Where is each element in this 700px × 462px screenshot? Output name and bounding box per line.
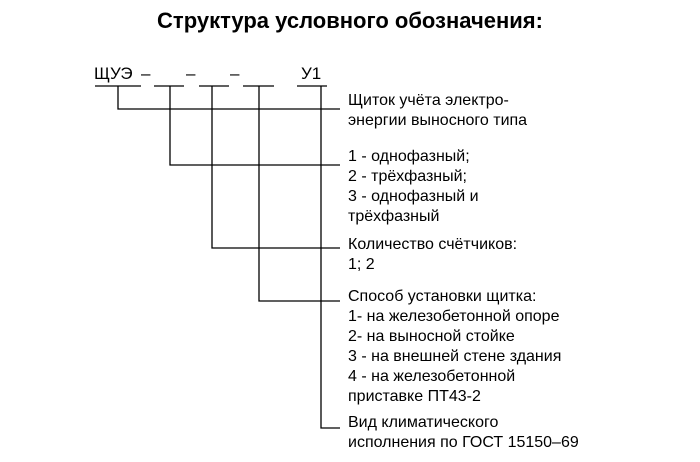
desc-meters: Количество счётчиков: 1; 2 [348,235,517,275]
code-prefix: ЩУЭ [94,64,133,83]
desc-prefix: Щиток учёта электро- энергии выносного т… [348,91,527,131]
code-suffix: У1 [301,64,322,83]
desc-line: трёхфазный [348,208,440,225]
leader-meters [211,86,340,249]
diagram-title: Структура условного обозначения: [157,8,543,33]
desc-mounting: Способ установки щитка: 1- на железобето… [348,287,561,407]
desc-line: приставке ПТ43-2 [348,388,481,405]
code-dash-3: – [230,64,240,83]
desc-climate: Вид климатического исполнения по ГОСТ 15… [348,413,579,453]
desc-phases: 1 - однофазный; 2 - трёхфазный; 3 - одно… [348,147,479,227]
desc-line: Вид климатического [348,414,499,431]
desc-line: 1; 2 [348,256,375,273]
desc-line: Количество счётчиков: [348,236,518,253]
code-dash-2: – [186,64,196,83]
desc-line: 3 - на внешней стене здания [348,348,562,365]
desc-line: 4 - на железобетонной [348,368,516,385]
desc-line: энергии выносного типа [348,112,528,129]
desc-line: 1 - однофазный; [348,148,470,165]
leader-mounting [258,86,340,302]
desc-line: Щиток учёта электро- [348,92,509,109]
leader-phases [169,86,340,166]
desc-line: 1- на железобетонной опоре [348,308,560,325]
code-dash-1: – [141,64,151,83]
desc-line: 2 - трёхфазный; [348,168,467,185]
desc-line: Способ установки щитка: [348,288,537,305]
leader-climate [320,86,340,429]
desc-line: 3 - однофазный и [348,188,479,205]
desc-line: исполнения по ГОСТ 15150–69 [348,434,579,451]
leader-prefix [117,86,340,110]
desc-line: 2- на выносной стойке [348,328,515,345]
